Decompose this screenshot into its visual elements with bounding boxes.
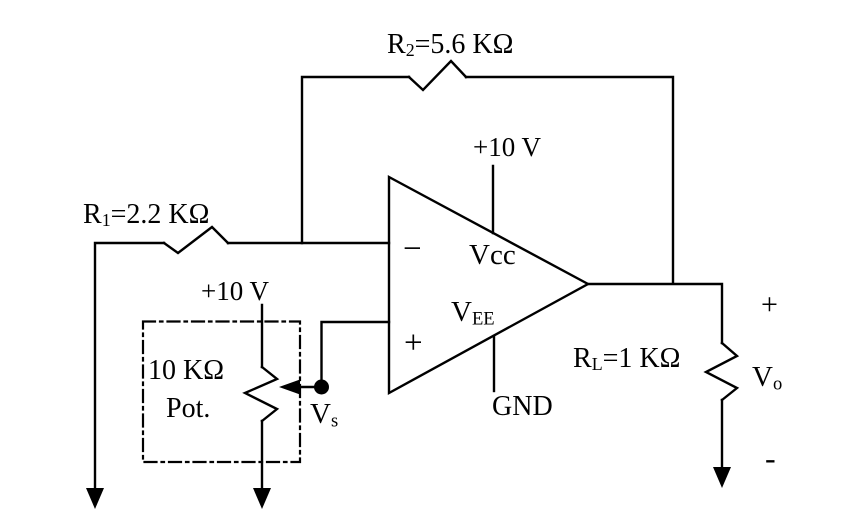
noninverting-input-sign: + — [404, 325, 423, 361]
r1-label-sub: 1 — [101, 210, 111, 231]
vs-label-sub: s — [330, 410, 339, 432]
pot-value-label: 10 KΩ — [148, 355, 225, 386]
pot-supply-label: +10 V — [201, 276, 269, 306]
r2-feedback-wire-left — [300, 75, 411, 245]
r2-resistor-symbol — [407, 59, 468, 92]
vs-node-dot — [314, 379, 329, 395]
vee-pin-label: VEE — [451, 298, 495, 329]
vcc-pin-label: Vcc — [469, 239, 516, 271]
wiper-arrowhead — [279, 379, 300, 395]
vs-label: Vs — [310, 400, 338, 431]
rl-ground-arrowhead — [713, 467, 731, 488]
r2-label-sub: 2 — [405, 40, 415, 61]
r2-feedback-wire-right — [464, 75, 675, 285]
vee-pin-base: V — [451, 296, 472, 328]
rl-label-base: R — [573, 343, 592, 374]
opamp-triangle — [387, 174, 591, 396]
vo-minus-sign: - — [765, 440, 776, 476]
opamp-positive-supply-label: +10 V — [473, 132, 541, 162]
inverting-input-sign: − — [403, 231, 422, 267]
r2-label-value: =5.6 KΩ — [414, 29, 514, 60]
noninverting-input-wire — [320, 320, 391, 382]
vee-pin-sub: EE — [471, 308, 495, 330]
vo-plus-sign: + — [761, 288, 778, 321]
vs-label-base: V — [310, 398, 331, 430]
output-wire — [586, 282, 724, 345]
vo-label: Vo — [752, 363, 782, 394]
rl-label-value: =1 KΩ — [602, 343, 681, 374]
left-ground-arrowhead — [86, 488, 104, 509]
rl-resistor-symbol — [703, 341, 740, 402]
r1-label: R1=2.2 KΩ — [83, 201, 209, 230]
vo-label-base: V — [752, 361, 773, 393]
r2-label-base: R — [387, 29, 406, 60]
r1-label-base: R — [83, 199, 102, 230]
r2-label: R2=5.6 KΩ — [387, 31, 513, 60]
pot-resistor-symbol — [242, 365, 280, 423]
pot-ground-arrowhead — [253, 488, 271, 509]
rl-label: RL=1 KΩ — [573, 345, 680, 374]
gnd-label: GND — [492, 391, 553, 422]
r1-resistor-symbol — [162, 225, 230, 255]
pot-name-label: Pot. — [166, 393, 211, 424]
r1-input-wire — [93, 241, 166, 490]
vo-label-sub: o — [772, 373, 783, 395]
pot-enclosure-box — [141, 320, 302, 464]
rl-label-sub: L — [591, 354, 603, 375]
r1-label-value: =2.2 KΩ — [110, 199, 210, 230]
